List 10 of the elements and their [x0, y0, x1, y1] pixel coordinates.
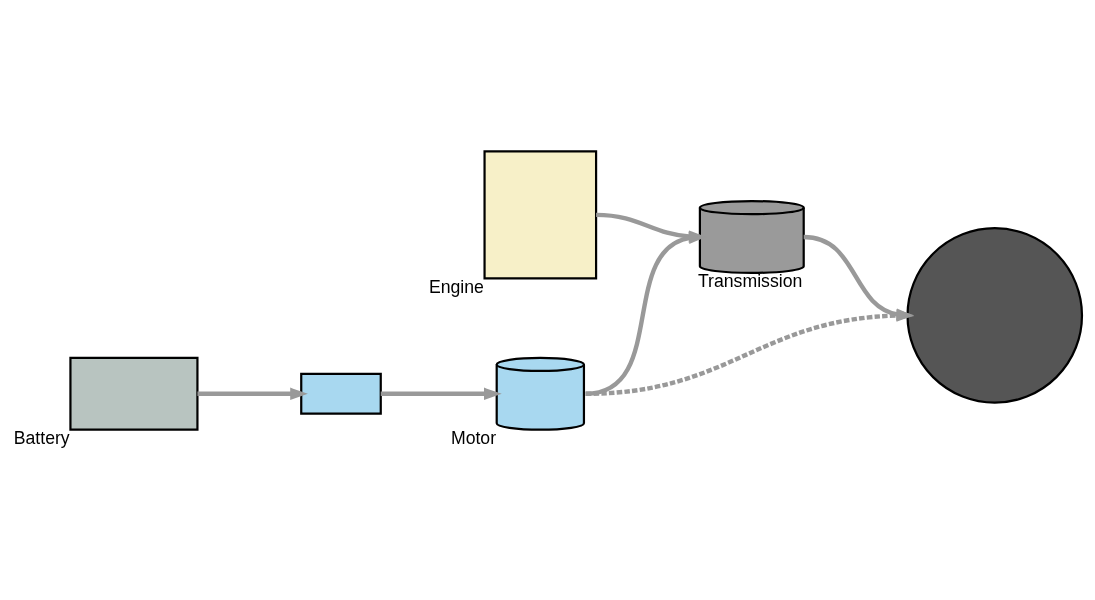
node-box: [483, 149, 598, 279]
node-label: Engine: [428, 276, 484, 297]
node-box: [69, 356, 199, 431]
node-label: Battery: [13, 427, 70, 448]
node-box: [300, 372, 382, 415]
arrow: [197, 387, 308, 400]
arrow: [380, 387, 502, 400]
node-label: Transmission: [697, 270, 803, 291]
node-circle: [906, 226, 1084, 404]
node-label: Motor: [450, 427, 497, 448]
